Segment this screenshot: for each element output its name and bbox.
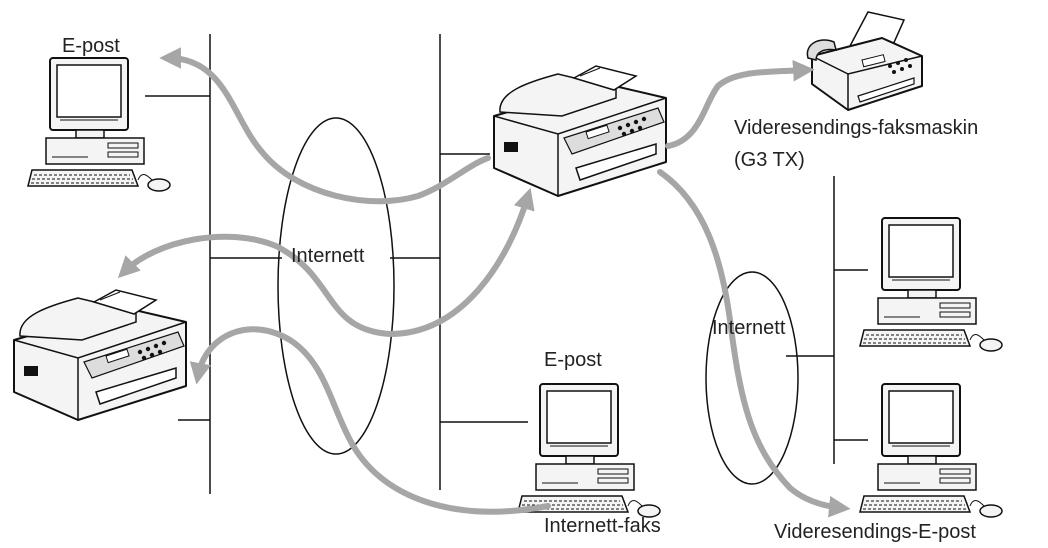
label-forward-fax-line1: Videresendings-faksmaskin xyxy=(734,117,979,139)
computer-icon xyxy=(517,383,661,518)
label-email-bottom-center: E-post xyxy=(544,349,602,371)
label-forward-email: Videresendings-E-post xyxy=(774,521,976,543)
computer-icon xyxy=(859,217,1003,352)
mfc-printer-icon xyxy=(13,289,187,421)
label-internet-fax: Internett-faks xyxy=(544,515,661,537)
fax-machine-icon xyxy=(806,11,923,111)
internet-cloud-right xyxy=(705,271,799,485)
label-forward-fax-line2: (G3 TX) xyxy=(734,149,805,171)
internet-cloud-main xyxy=(277,117,395,455)
mfc-printer-icon xyxy=(493,65,667,197)
label-email-top-left: E-post xyxy=(62,35,120,57)
label-internet-right: Internett xyxy=(712,317,786,339)
flow-arrow-mfc-to-forward-email xyxy=(657,169,851,518)
computer-icon xyxy=(859,383,1003,518)
flow-arrow-left-mfc-to-internet-fax xyxy=(189,326,551,515)
flow-arrow-mfc-to-fax xyxy=(665,59,815,149)
flow-arrow-left-mfc-to-main-mfc xyxy=(117,187,535,338)
computer-icon xyxy=(27,57,171,192)
label-internet-main: Internett xyxy=(291,245,365,267)
